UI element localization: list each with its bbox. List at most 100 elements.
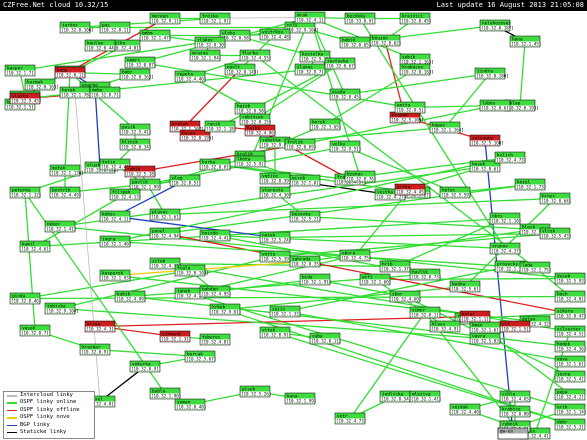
node-osada[interactable]: osada[10.32.0.45] bbox=[329, 88, 361, 101]
node-rubik[interactable]: rubik[10.32.5.18] bbox=[124, 165, 156, 178]
node-kubik[interactable]: kubik[10.32.4.99] bbox=[114, 290, 146, 303]
node-rejdak[interactable]: rejdak[10.32.4.40] bbox=[449, 403, 481, 416]
node-bezdeky[interactable]: bezdeky[10.33.0.9] bbox=[344, 12, 376, 25]
node-hajek[interactable]: hajek[10.32.0.58] bbox=[234, 102, 266, 115]
node-nova[interactable]: nova[10.32.1.6] bbox=[554, 355, 586, 368]
node-plavec[interactable]: plavec[10.32.1.61] bbox=[149, 208, 181, 221]
node-bobr[interactable]: bobr[10.32.0.162] bbox=[119, 68, 154, 81]
node-hana[interactable]: hana[10.32.1.45] bbox=[509, 35, 541, 48]
node-nbrs[interactable]: nbrs[10.32.1.10] bbox=[489, 212, 521, 225]
node-kasparek[interactable]: kasparek[10.32.1.93] bbox=[99, 269, 131, 282]
node-hrabacov[interactable]: hrabacov[10.32.0.163] bbox=[399, 63, 434, 76]
node-dusek[interactable]: dusek[10.32.5.93] bbox=[554, 272, 586, 285]
node-kracmar[interactable]: kracmar[10.32.0.9] bbox=[79, 343, 111, 356]
node-hosek[interactable]: hosek[10.32.0.6] bbox=[469, 160, 501, 173]
node-pavlik[interactable]: pavlik[10.32.1.99] bbox=[129, 178, 161, 191]
node-vojta[interactable]: vojta[10.32.5.39] bbox=[259, 250, 291, 263]
node-lubos[interactable]: lubos[10.32.0.6] bbox=[479, 99, 511, 112]
node-vlasta[interactable]: vlasta[10.32.9.45] bbox=[9, 92, 41, 105]
node-pepa[interactable]: pepa[10.32.4.2] bbox=[554, 388, 586, 401]
node-hujka[interactable]: hujka[10.32.4.96] bbox=[244, 124, 276, 137]
node-nekor[interactable]: nekor[10.32.1.41] bbox=[44, 220, 76, 233]
node-bystrik[interactable]: bystrik[10.32.4.49] bbox=[49, 186, 81, 199]
node-lada[interactable]: lada[10.32.1.75] bbox=[519, 261, 551, 274]
node-jindra[interactable]: jindra[10.32.0.180] bbox=[474, 67, 509, 80]
node-hurka[interactable]: hurka[10.32.0.61] bbox=[199, 158, 231, 171]
node-vystrkov[interactable]: vystrkov[10.32.4.48] bbox=[259, 28, 291, 41]
node-wifi[interactable]: wifi[10.32.1.60] bbox=[359, 273, 391, 286]
node-mirek[interactable]: mirek[10.32.1.8] bbox=[289, 174, 321, 187]
node-holec[interactable]: holec[10.32.5.59] bbox=[439, 186, 471, 199]
node-oleg[interactable]: oleg[10.32.0.5] bbox=[169, 174, 201, 187]
node-zitek[interactable]: zitek[10.32.4.10] bbox=[149, 257, 181, 270]
node-nyvlt[interactable]: nyvlt[10.32.0.143] bbox=[224, 63, 259, 76]
node-zaba[interactable]: zaba[10.32.0.11] bbox=[309, 332, 341, 345]
node-kasper[interactable]: kasper[10.32.1.7] bbox=[4, 64, 36, 77]
node-hnizdo[interactable]: hnizdo[10.32.4.41] bbox=[199, 229, 231, 242]
node-tobiska[interactable]: tobiska[10.32.9.104] bbox=[44, 302, 79, 315]
node-zahrada[interactable]: zahrada[10.32.0.35] bbox=[289, 255, 321, 268]
node-bohdan[interactable]: bohdan[10.32.4.95] bbox=[199, 285, 231, 298]
node-votice[interactable]: votice[10.32.0.39] bbox=[259, 172, 291, 185]
node-hoch[interactable]: hoch[10.32.4.8] bbox=[554, 290, 586, 303]
node-jardos[interactable]: jardos[10.32.0.106] bbox=[59, 21, 94, 34]
node-kulich[interactable]: kulich[10.32.4.73] bbox=[494, 151, 526, 164]
node-vit[interactable]: vit[10.32.1.5] bbox=[499, 320, 531, 333]
node-ingra[interactable]: ingra[10.32.1.40] bbox=[99, 235, 131, 248]
node-silvester[interactable]: silvester[10.32.4.5] bbox=[554, 325, 586, 338]
node-vavra[interactable]: vavra[10.32.5.83] bbox=[469, 332, 501, 345]
node-vasek[interactable]: vasek[10.32.0.7] bbox=[19, 324, 51, 337]
node-kuzmak[interactable]: kuzmak[10.32.0.163] bbox=[24, 78, 59, 91]
node-jecna[interactable]: jecna[10.32.5.4] bbox=[554, 370, 586, 383]
node-kozel[interactable]: kozel[10.32.1.73] bbox=[514, 178, 546, 191]
node-horak[interactable]: horak[10.32.1.78] bbox=[59, 86, 91, 99]
node-lhota[interactable]: lhota[10.32.5.9] bbox=[234, 155, 266, 168]
node-kokes[interactable]: kokes[10.32.4.1] bbox=[99, 210, 131, 223]
node-hodek[interactable]: hodek[10.32.4.36] bbox=[554, 340, 586, 353]
node-klaus[interactable]: klaus[10.32.4.9] bbox=[429, 320, 461, 333]
node-filipek[interactable]: filipek[10.32.4.13] bbox=[109, 188, 141, 201]
node-repota[interactable]: repota[10.32.4.46] bbox=[174, 70, 206, 83]
node-pinda[interactable]: pinda[10.32.0.46] bbox=[9, 292, 41, 305]
node-bezaw[interactable]: bezaw[10.32.0.195] bbox=[179, 129, 214, 142]
node-hlinik[interactable]: hlinik[10.32.0.34] bbox=[119, 138, 151, 151]
node-bezovka[interactable]: bezovka[10.32.5.21] bbox=[289, 210, 321, 223]
node-kamil[interactable]: kamil[10.32.4.6] bbox=[19, 240, 51, 253]
node-zajic[interactable]: zajic[10.32.1.32] bbox=[269, 305, 301, 318]
node-kuna[interactable]: kuna[10.32.1.99] bbox=[284, 392, 316, 405]
node-zikmund[interactable]: zikmund[10.32.1.3] bbox=[159, 330, 191, 343]
node-pavel[interactable]: pavel[10.32.4.94] bbox=[149, 227, 181, 240]
node-sebik[interactable]: sebik[10.32.1.163] bbox=[399, 53, 434, 66]
node-zastavka[interactable]: zastavka[10.32.0.67] bbox=[324, 57, 356, 70]
node-trojka[interactable]: trojka[10.32.1.9] bbox=[199, 12, 231, 25]
node-klima[interactable]: klima[10.32.4.3] bbox=[84, 320, 116, 333]
node-zbor[interactable]: zbor[10.32.4.60] bbox=[389, 290, 421, 303]
node-havlik[interactable]: havlik[10.32.0.73] bbox=[409, 268, 441, 281]
node-bmbm[interactable]: bmbm[10.32.1.47] bbox=[139, 29, 171, 42]
node-kostelka[interactable]: kostelka[10.32.9.33] bbox=[299, 50, 331, 63]
node-pusik[interactable]: pusik[10.32.5.41] bbox=[119, 123, 151, 136]
node-bida[interactable]: bida[10.32.1.91] bbox=[299, 273, 331, 286]
node-flerka[interactable]: flerka[10.32.4.55] bbox=[239, 49, 271, 62]
node-tetin[interactable]: tetin[10.32.4.49] bbox=[99, 158, 131, 171]
node-mrak[interactable]: mrak[10.32.4.1] bbox=[294, 11, 326, 24]
node-krabice[interactable]: krabice[10.32.0.80] bbox=[499, 405, 531, 418]
node-hrib[interactable]: hrib[10.32.1.37] bbox=[379, 260, 411, 273]
node-kopac[interactable]: kopac[10.32.1.164] bbox=[429, 121, 464, 134]
node-mrazna[interactable]: mrazna[10.32.1.94] bbox=[189, 49, 221, 62]
node-mereen[interactable]: mereen[10.32.9.1] bbox=[149, 12, 181, 25]
node-kolar[interactable]: kolar[10.32.1.1] bbox=[459, 310, 491, 323]
node-nemrc[interactable]: nemrc[10.32.0.87] bbox=[124, 56, 156, 69]
node-nelahozeves[interactable]: nelahozeves[10.32.0.187] bbox=[479, 19, 514, 32]
node-hrbek[interactable]: hrbek[10.32.9.61] bbox=[209, 303, 241, 316]
node-bedna[interactable]: bedna[10.32.5.6] bbox=[449, 280, 481, 293]
node-burcak[interactable]: burcak[10.32.5.67] bbox=[184, 350, 216, 363]
node-zaluzany[interactable]: zaluzany[10.32.5.100] bbox=[469, 134, 504, 147]
node-vokurka[interactable]: vokurka[10.32.0.9] bbox=[129, 360, 161, 373]
node-pisek[interactable]: pisek[10.32.5.26] bbox=[239, 385, 271, 398]
node-gw-ex[interactable]: gw-ex bbox=[497, 427, 529, 440]
node-nosek[interactable]: nosek[10.32.5.24] bbox=[259, 231, 291, 244]
node-borek[interactable]: borek[10.32.3.65] bbox=[309, 118, 341, 131]
node-vranov[interactable]: vranov[10.32.4.37] bbox=[489, 242, 521, 255]
node-vitek[interactable]: vitek[10.32.0.9] bbox=[259, 326, 291, 339]
